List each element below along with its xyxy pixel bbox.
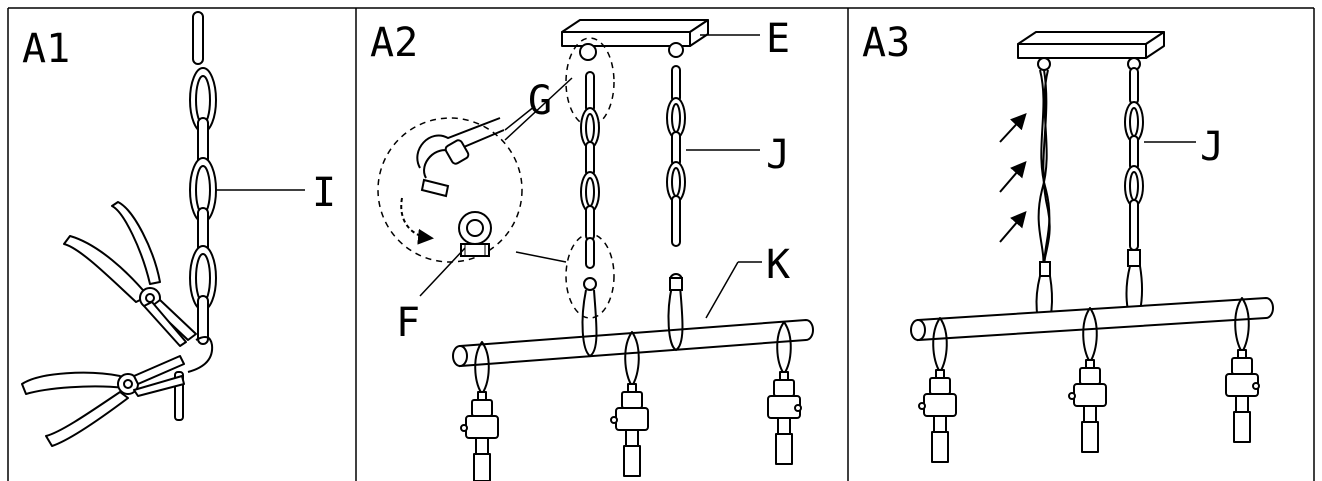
part-label-f: F: [396, 300, 420, 346]
twist-arrows: [999, 113, 1027, 243]
part-label-i: I: [312, 170, 336, 216]
bar-a3: [910, 296, 1274, 342]
part-label-e: E: [766, 16, 790, 62]
detail-ellipse-top: [565, 37, 615, 127]
bar-a2: [452, 318, 814, 368]
panel-a3: A3: [862, 20, 1274, 463]
part-label-j-a3: J: [1200, 124, 1224, 170]
leader-line-k-diag: [705, 261, 739, 319]
chain-a3-twisted: [1035, 69, 1053, 332]
leader-line-g: [504, 105, 536, 131]
canopy-plate-a2: [561, 19, 709, 61]
chain-a1: [174, 11, 217, 421]
chain-a3-right: [1124, 67, 1144, 267]
canopy-plate-a3: [1017, 31, 1165, 71]
part-label-j: J: [766, 132, 790, 178]
step-label-a2: A2: [370, 20, 418, 66]
pendants-a3: [918, 297, 1260, 463]
chain-a2-right: [666, 65, 686, 287]
panel-frames: [7, 7, 1315, 481]
bar-hooks-a2: [581, 277, 684, 358]
part-label-g: G: [528, 78, 552, 124]
step-label-a1: A1: [22, 26, 70, 72]
panel-a1: A1 I: [21, 11, 336, 447]
detail-magnifier: [377, 77, 573, 263]
pendants-a2: [460, 321, 802, 481]
step-label-a3: A3: [862, 20, 910, 66]
chain-a2-left: [580, 71, 600, 291]
panel-a2: A2 E: [370, 16, 814, 481]
part-label-k: K: [766, 242, 790, 288]
leader-line-f: [419, 247, 466, 297]
pliers-upper: [63, 201, 197, 347]
pliers-lower: [21, 355, 185, 447]
